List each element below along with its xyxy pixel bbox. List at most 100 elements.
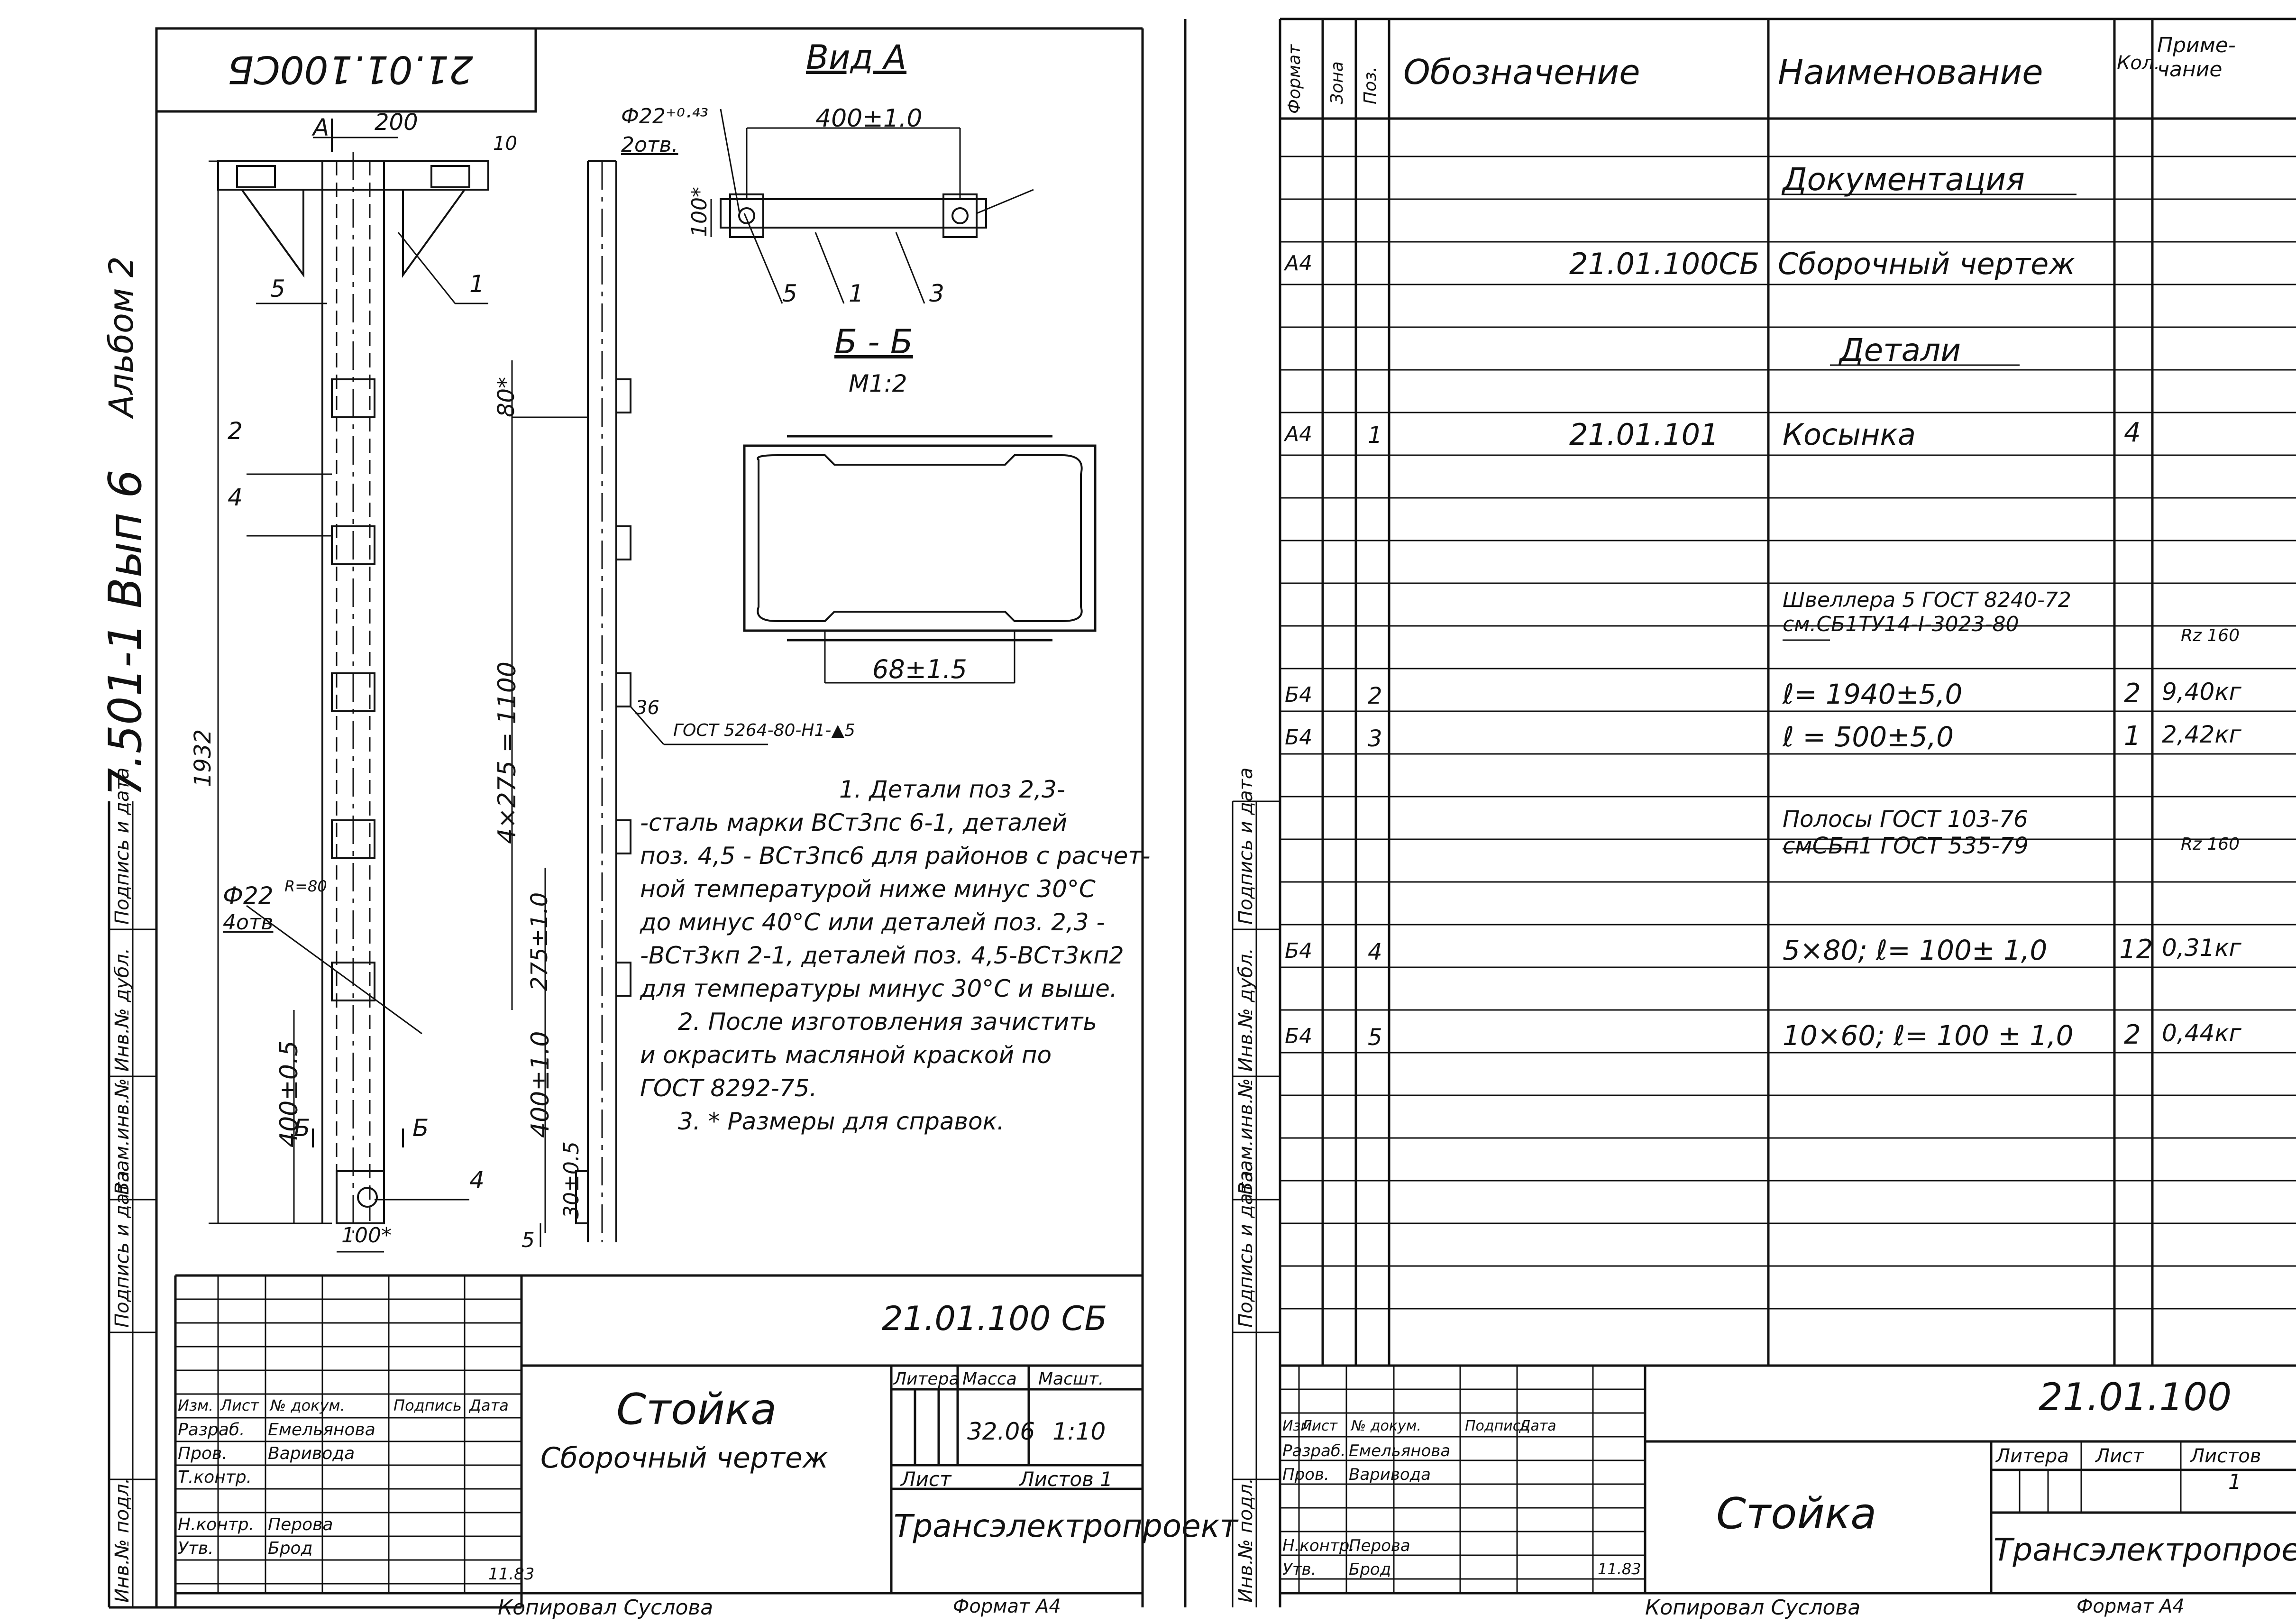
dim-4x275: 4×275 = 1100 (493, 661, 521, 844)
right-margin-label-4: Подпись и дата (1235, 1170, 1257, 1328)
spec-row-name: ℓ= 1940±5,0 (1783, 678, 1963, 710)
spec-row-qty: 1 (2124, 721, 2141, 752)
dim-5: 5 (521, 1228, 535, 1252)
hole-22: Ф22 (223, 882, 274, 909)
hole-count-top: 2отв. (621, 133, 678, 157)
spec-row-pos: 2 (1368, 683, 1382, 709)
callout-pos-5: 5 (270, 275, 285, 303)
spec-row-note: 0,44кг (2162, 1019, 2241, 1047)
spec-row-designation: 21.01.101 (1569, 417, 1719, 452)
dim-400-side: 400±1.0 (526, 1031, 555, 1138)
dim-30: 30±0.5 (559, 1141, 584, 1219)
callout-pos-2: 2 (228, 417, 243, 445)
dim-275: 275±1.0 (526, 892, 553, 991)
spec-row-format: Б4 (1285, 725, 1313, 750)
role-tkontr: Т.контр. (178, 1468, 252, 1487)
right-title-sheet: Лист (2095, 1445, 2144, 1467)
callout-pos-4-bottom: 4 (469, 1166, 485, 1194)
note-line: ной температурой ниже минус 30°С (640, 875, 1096, 903)
note-line: 3. * Размеры для справок. (678, 1108, 1005, 1135)
person-prov: Варивода (268, 1444, 355, 1463)
title-org: Трансэлектропроект (894, 1508, 1238, 1544)
view-callout-1: 1 (849, 280, 864, 307)
spec-row-note: 9,40кг (2162, 678, 2241, 706)
right-copied-by: Копировал Суслова (1645, 1596, 1861, 1620)
spec-row-qty: 12 (2119, 934, 2153, 965)
spec-row-format: А4 (1285, 422, 1313, 446)
spec-row-designation: 21.01.100СБ (1569, 247, 1760, 281)
right-person-prov: Варивода (1349, 1465, 1431, 1484)
spec-row-note: 2,42кг (2162, 721, 2241, 748)
spec-row-name: Косынка (1783, 417, 1916, 452)
role-nkontr: Н.контр. (178, 1515, 255, 1534)
stamp-corner-code: 21.01.100СБ (228, 47, 473, 92)
title-mass: 32.06 (967, 1418, 1035, 1445)
right-col-head-list: Лист (1301, 1418, 1338, 1434)
col-head-izm: Изм. (178, 1396, 214, 1414)
right-title-name: Стойка (1716, 1489, 1877, 1539)
note-line: -ВСт3кп 2-1, деталей поз. 4,5-ВСт3кп2 (640, 942, 1124, 969)
notes: 1. Детали поз 2,3- -сталь марки ВСт3пс 6… (640, 773, 1150, 1138)
weld-num: 36 (635, 697, 659, 719)
right-format-label: Формат А4 (2076, 1596, 2185, 1617)
spec-head-note: Приме-чание (2157, 33, 2236, 82)
note-line: поз. 4,5 - ВСт3пс6 для районов с расчет- (640, 842, 1151, 870)
role-prov: Пров. (178, 1444, 228, 1463)
callout-pos-4: 4 (228, 484, 243, 511)
dim-200: 200 (375, 109, 418, 136)
spec-head-designation: Обозначение (1403, 52, 1640, 92)
spec-row-format: Б4 (1285, 683, 1313, 707)
title-subtitle: Сборочный чертеж (540, 1441, 828, 1475)
right-role-razrab: Разраб. (1282, 1441, 1346, 1460)
spec-row-name-channel: Швеллера 5 ГОСТ 8240-72 см.СБ1ТУ14-I-302… (1783, 588, 2071, 636)
right-title-org: Трансэлектропроект (1994, 1532, 2296, 1568)
callout-b-left: Б (294, 1114, 311, 1142)
right-role-utv: Утв. (1282, 1560, 1317, 1579)
spec-head-qty: Кол. (2117, 52, 2160, 74)
right-title-sheets-val: 1 (2228, 1470, 2241, 1494)
weld-label: ГОСТ 5264-80-Н1-▲5 (673, 721, 855, 740)
right-margin-label-2: Инв.№ дубл. (1235, 948, 1257, 1072)
person-nkontr: Перова (268, 1515, 333, 1534)
right-person-razrab: Емельянова (1349, 1441, 1451, 1460)
right-margin-label-1: Подпись и дата (1235, 767, 1257, 925)
callout-b-right: Б (412, 1114, 429, 1142)
margin-label-dupl: Инв.№ дубл. (111, 948, 133, 1072)
dim-68: 68±1.5 (872, 654, 967, 684)
spec-row-note: Rz 160 (2181, 626, 2240, 645)
hole-count: 4отв (223, 910, 274, 935)
note-line: до минус 40°С или деталей поз. 2,3 - (640, 908, 1105, 936)
person-utv: Брод (268, 1539, 313, 1558)
right-person-utv: Брод (1349, 1560, 1391, 1579)
dim-80: 80* (493, 376, 520, 417)
spec-row-note: 0,31кг (2162, 934, 2241, 962)
note-line: 2. После изготовления зачистить (678, 1008, 1097, 1036)
person-razrab: Емельянова (268, 1420, 375, 1440)
col-head-date: Дата (469, 1396, 509, 1414)
note-line: и окрасить масляной краской по (640, 1041, 1052, 1069)
title-scale-head: Масшт. (1038, 1369, 1104, 1389)
spec-head-name: Наименование (1778, 52, 2043, 92)
section-scale: М1:2 (849, 370, 907, 397)
section-title: Б - Б (834, 322, 913, 361)
dim-1932: 1932 (190, 729, 216, 787)
spec-row-qty: 2 (2124, 678, 2141, 709)
spec-row-format: А4 (1285, 251, 1313, 275)
title-litera-head: Литера (894, 1369, 960, 1389)
margin-label-orig: Инв.№ подл. (111, 1477, 133, 1603)
right-title-litera: Литера (1996, 1445, 2069, 1467)
title-scale: 1:10 (1052, 1418, 1106, 1445)
margin-label-signature: Подпись и дата (111, 767, 133, 925)
spec-row-format: Б4 (1285, 1024, 1313, 1048)
spec-row-pos: 1 (1368, 422, 1382, 449)
view-callout-3: 3 (929, 280, 944, 307)
spec-head-pos: Поз. (1361, 66, 1380, 104)
radius-label: R=80 (284, 877, 327, 895)
format-label: Формат А4 (953, 1596, 1061, 1617)
right-col-head-date: Дата (1519, 1418, 1556, 1434)
view-a-title: Вид А (806, 38, 907, 77)
spec-row-format: Б4 (1285, 939, 1313, 963)
spec-row-pos: 5 (1368, 1024, 1382, 1051)
spec-row-name: 5×80; ℓ= 100± 1,0 (1783, 934, 2048, 966)
spec-row-name-strips: Полосы ГОСТ 103-76 смСБп1 ГОСТ 535-79 (1783, 806, 2029, 859)
